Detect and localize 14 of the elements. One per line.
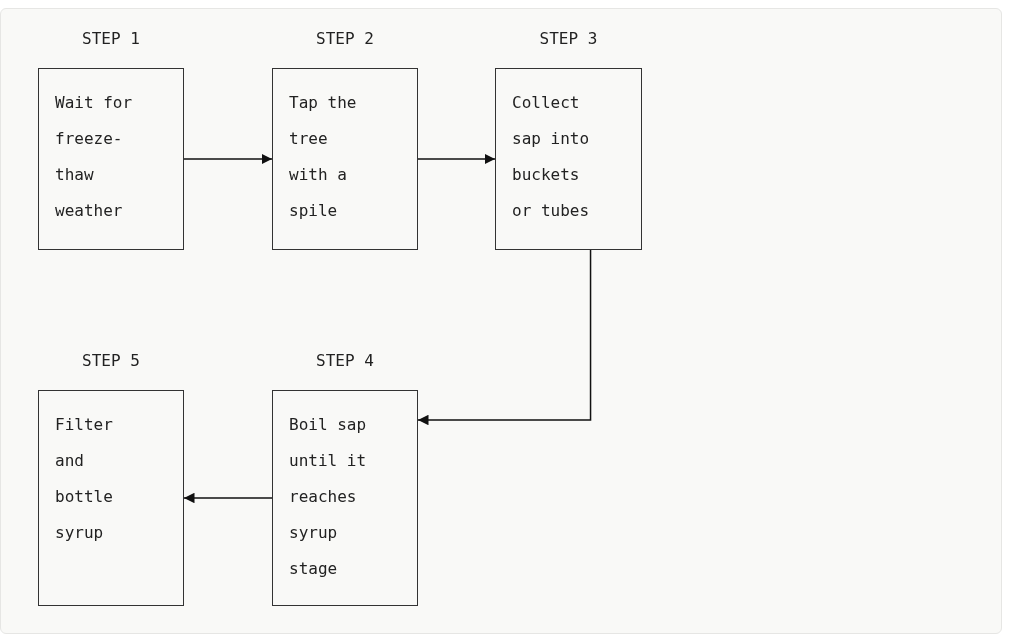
step-heading: STEP 5 [81, 351, 141, 370]
step-text: Boil sap until it reaches syrup stage [289, 414, 367, 580]
step-text: Filter and bottle syrup [55, 414, 114, 544]
step-heading: STEP 1 [81, 29, 141, 48]
arrow [183, 492, 273, 504]
step-text: Collect sap into buckets or tubes [512, 92, 590, 222]
arrow [417, 153, 496, 165]
step-heading: STEP 3 [538, 29, 599, 48]
step-text: Tap the tree with a spile [289, 92, 358, 222]
step-heading: STEP 4 [315, 351, 375, 370]
arrow [417, 249, 592, 426]
step-text: Wait for freeze- thaw weather [55, 92, 133, 222]
arrow [183, 153, 273, 165]
step-heading: STEP 2 [315, 29, 375, 48]
